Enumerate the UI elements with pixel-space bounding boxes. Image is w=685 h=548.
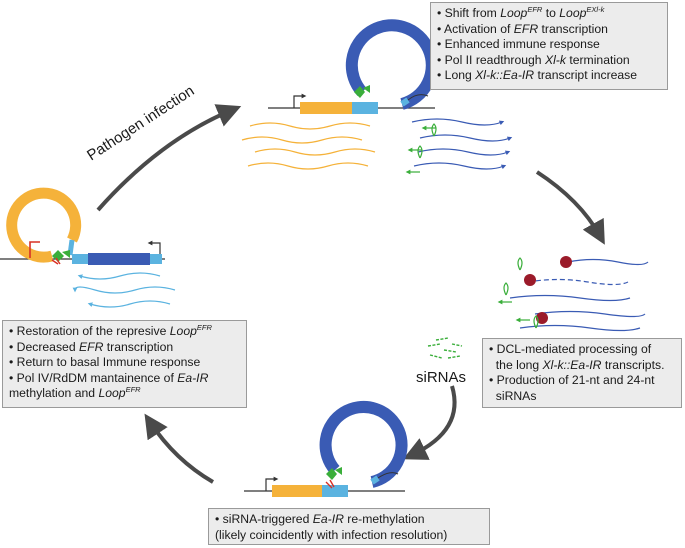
box-remethylation-line: (likely coincidently with infection reso… [215,527,448,542]
box-restoration-line: • Pol IV/RdDM mantainence of Ea-IR [9,370,209,385]
gene-construct-left [0,187,165,265]
cycle-arrow-bottom-left [144,413,215,484]
efr-gene-bottom [272,485,322,497]
transcripts-top [241,118,513,175]
box-dcl-processing: • DCL-mediated processing of the long Xl… [482,338,682,408]
sirnas-label: siRNAs [416,369,467,386]
dcl-enzyme-icon [536,312,548,324]
cycle-arrow-top-right [535,170,605,245]
box-restoration-line: • Decreased EFR transcription [9,339,174,354]
box-activation: • Shift from LoopEFR to LoopEXl-k • Acti… [430,2,668,90]
box-remethylation: • siRNA-triggered Ea-IR re-methylation (… [208,508,490,545]
xlk-gene-left [88,253,150,265]
green-protein-icon [326,467,342,480]
transcripts-left [72,272,176,308]
cycle-arrow-sirna [402,385,457,460]
box-restoration-line: • Return to basal Immune response [9,355,201,370]
gene-construct-top [268,19,438,114]
box-activation-line: • Enhanced immune response [437,37,600,52]
green-protein-icon [52,250,70,262]
box-activation-line: • Shift from LoopEFR to LoopEXl-k [437,4,605,20]
green-protein-icon [354,85,370,98]
dcl-processing [497,256,649,332]
box-activation-line: • Pol II readthrough Xl-k termination [437,52,630,67]
sirna-fragments [427,337,463,359]
box-restoration: • Restoration of the represive LoopEFR •… [2,320,247,408]
box-dcl-line: the long Xl-k::Ea-IR transcripts. [495,357,665,372]
box-restoration-line: methylation and LoopEFR [9,385,141,401]
box-dcl-line: • Production of 21-nt and 24-nt [489,373,655,388]
dcl-enzyme-icon [524,274,536,286]
cycle-arrow-pathogen [96,104,242,212]
box-activation-line: • Activation of EFR transcription [437,21,608,36]
box-remethylation-line: • siRNA-triggered Ea-IR re-methylation [215,512,425,526]
box-activation-line: • Long Xl-k::Ea-IR transcript increase [437,68,638,83]
dcl-enzyme-icon [560,256,572,268]
efr-gene-top [300,102,352,114]
box-restoration-line: • Restoration of the represive LoopEFR [9,322,212,338]
methylation-mark-icon [29,241,40,258]
methylation-mark-icon [325,479,335,489]
box-dcl-line: • DCL-mediated processing of [489,342,652,356]
box-dcl-line: siRNAs [495,388,537,403]
gene-construct-bottom [244,400,408,497]
